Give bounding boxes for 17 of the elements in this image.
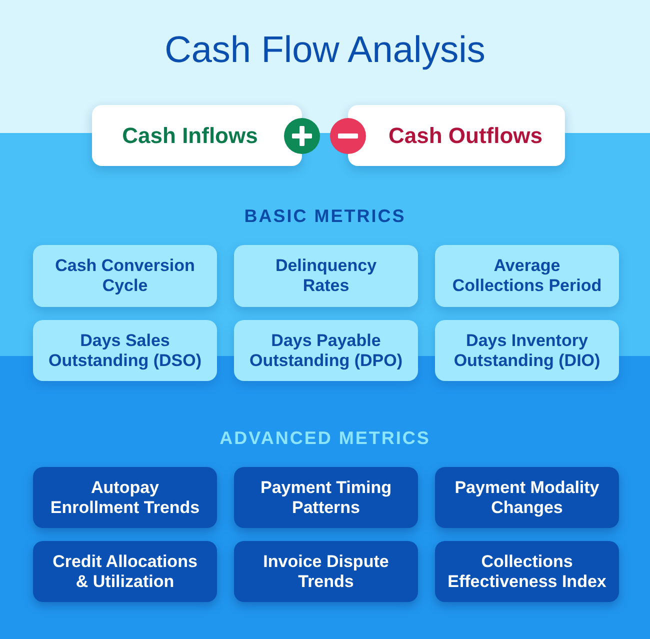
metric-card: Credit Allocations & Utilization [33, 541, 217, 602]
metric-card: Delinquency Rates [234, 245, 418, 307]
metric-card: Invoice Dispute Trends [234, 541, 418, 602]
metric-card: Payment Timing Patterns [234, 467, 418, 528]
inflow-card: Cash Inflows [92, 105, 302, 166]
metric-card: Collections Effectiveness Index [435, 541, 619, 602]
section-heading: BASIC METRICS [243, 205, 407, 227]
metric-card: Days Payable Outstanding (DPO) [234, 320, 418, 381]
metric-card: Payment Modality Changes [435, 467, 619, 528]
section-heading: ADVANCED METRICS [218, 427, 432, 449]
metric-card: Days Sales Outstanding (DSO) [33, 320, 217, 381]
title: Cash Flow Analysis [164, 28, 486, 72]
metric-card: Days Inventory Outstanding (DIO) [435, 320, 619, 381]
metric-card: Cash Conversion Cycle [33, 245, 217, 307]
outflow-card: Cash Outflows [348, 105, 565, 166]
metric-card: Average Collections Period [435, 245, 619, 307]
metric-card: Autopay Enrollment Trends [33, 467, 217, 528]
